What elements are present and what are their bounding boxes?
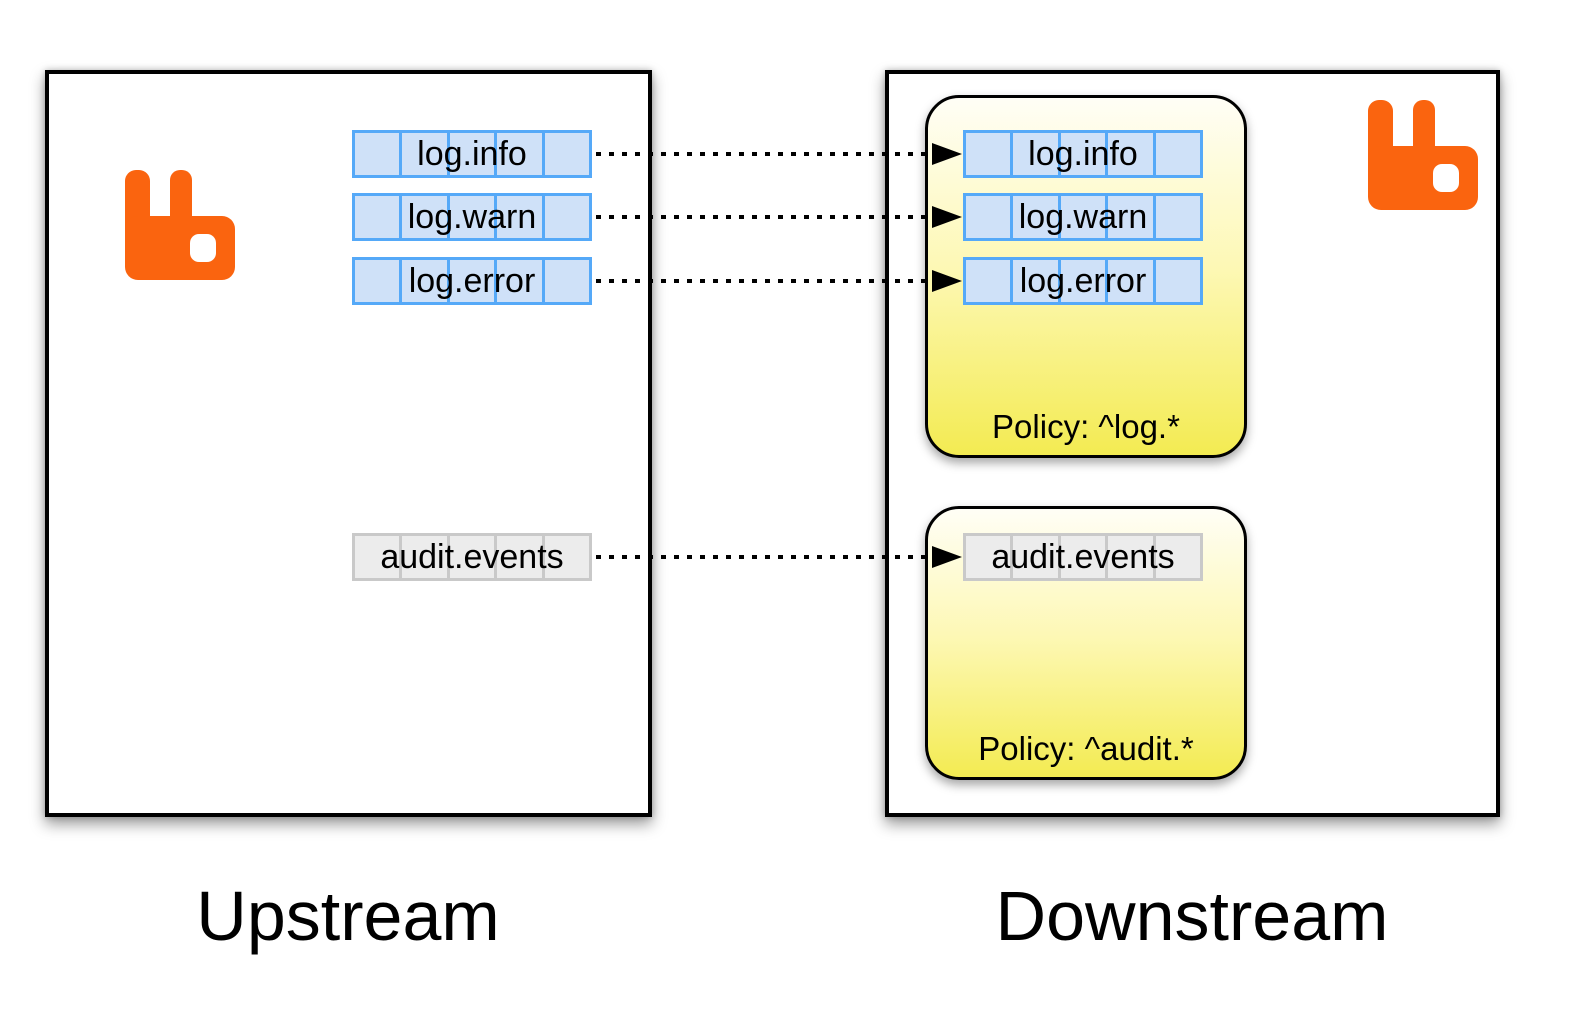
policy-label: Policy: ^audit.*: [978, 730, 1194, 767]
upstream-queue-log-warn: log.warn: [352, 193, 592, 241]
upstream-queue-log-error: log.error: [352, 257, 592, 305]
queue-segment: [1108, 260, 1156, 302]
queue-segment: [1061, 196, 1109, 238]
queue-label: log.info: [417, 135, 527, 173]
queue-segment: [497, 196, 545, 238]
queue-segment: [450, 260, 498, 302]
queue-segment: [497, 536, 545, 578]
arrowhead-icon: [932, 270, 962, 292]
federation-link-log-warn: [596, 215, 928, 219]
queue-segment: [1013, 196, 1061, 238]
queue-segment: [966, 536, 1014, 578]
arrowhead-icon: [932, 143, 962, 165]
upstream-queue-audit-events: audit.events: [352, 533, 592, 581]
queue-segment: [402, 133, 450, 175]
queue-segment: [450, 133, 498, 175]
downstream-queue-log-info: log.info: [963, 130, 1203, 178]
queue-segments: [352, 193, 592, 241]
queue-segment: [966, 196, 1014, 238]
queue-segments: [352, 533, 592, 581]
downstream-queue-log-warn: log.warn: [963, 193, 1203, 241]
queue-label: log.error: [1019, 262, 1147, 300]
upstream-caption: Upstream: [196, 877, 500, 955]
queue-segment: [355, 196, 403, 238]
queue-label: log.warn: [1018, 198, 1148, 236]
queue-segments: [352, 257, 592, 305]
arrowhead-icon: [932, 546, 962, 568]
queue-segment: [450, 196, 498, 238]
queue-segment: [402, 196, 450, 238]
queue-segment: [1013, 536, 1061, 578]
upstream-broker-box: [45, 70, 652, 817]
queue-segment: [1108, 196, 1156, 238]
queue-segment: [1061, 133, 1109, 175]
rabbitmq-logo-icon: [1368, 100, 1478, 210]
queue-segment: [402, 536, 450, 578]
arrowhead-icon: [932, 206, 962, 228]
queue-segment: [1013, 133, 1061, 175]
queue-segment: [1061, 536, 1109, 578]
queue-label: log.warn: [407, 198, 537, 236]
queue-label: log.error: [408, 262, 536, 300]
upstream-queue-log-info: log.info: [352, 130, 592, 178]
queue-segments: [963, 257, 1203, 305]
queue-segment: [497, 260, 545, 302]
queue-segment: [966, 260, 1014, 302]
queue-segment: [497, 133, 545, 175]
rabbitmq-logo-icon: [125, 170, 235, 280]
queue-segment: [402, 260, 450, 302]
queue-segments: [963, 533, 1203, 581]
federation-link-log-info: [596, 152, 928, 156]
queue-segment: [355, 536, 403, 578]
queue-label: audit.events: [380, 538, 564, 576]
queue-segments: [352, 130, 592, 178]
queue-segment: [355, 133, 403, 175]
queue-label: log.info: [1028, 135, 1138, 173]
queue-segments: [963, 130, 1203, 178]
federation-link-audit-events: [596, 555, 928, 559]
downstream-caption: Downstream: [995, 877, 1389, 955]
queue-segment: [1108, 133, 1156, 175]
federation-link-log-error: [596, 279, 928, 283]
queue-label: audit.events: [991, 538, 1175, 576]
queue-segment: [1108, 536, 1156, 578]
policy-label: Policy: ^log.*: [992, 408, 1180, 445]
queue-segment: [966, 133, 1014, 175]
queue-segment: [450, 536, 498, 578]
queue-segments: [963, 193, 1203, 241]
queue-segment: [355, 260, 403, 302]
queue-segment: [1061, 260, 1109, 302]
downstream-queue-audit-events: audit.events: [963, 533, 1203, 581]
queue-segment: [1013, 260, 1061, 302]
downstream-queue-log-error: log.error: [963, 257, 1203, 305]
